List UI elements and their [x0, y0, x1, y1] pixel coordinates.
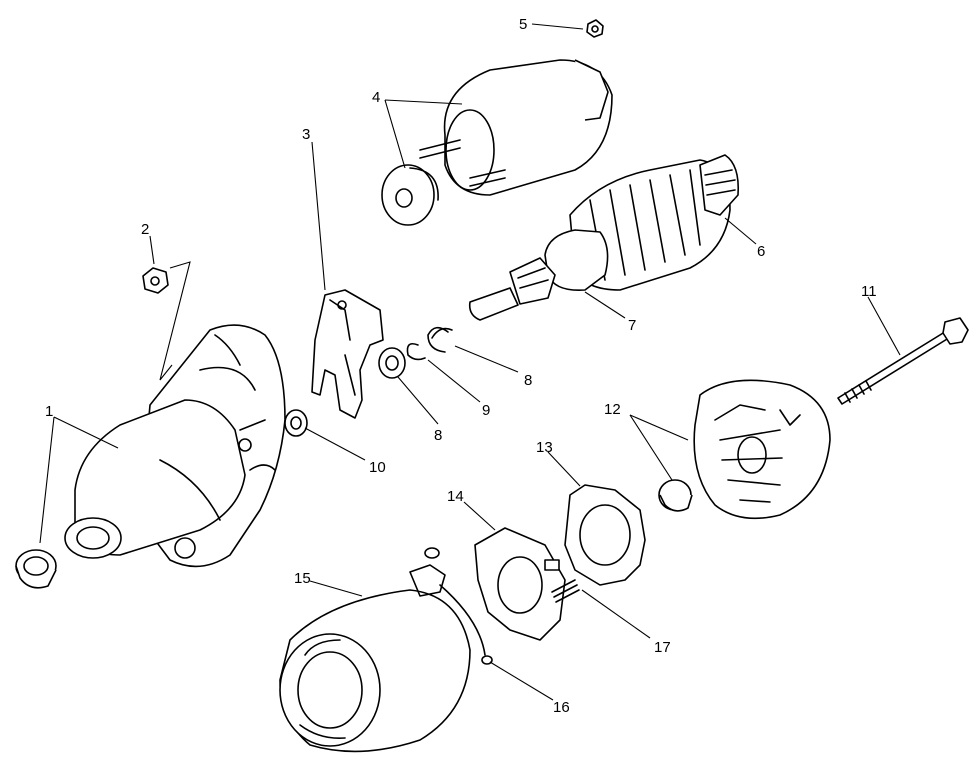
callout-9: 9: [482, 402, 490, 419]
lead-wire: [439, 584, 493, 665]
callout-16: 16: [553, 699, 570, 716]
snap-ring: [427, 326, 453, 353]
callout-15: 15: [294, 570, 311, 587]
callout-3: 3: [302, 126, 310, 143]
callout-7: 7: [628, 317, 636, 334]
callout-2: 2: [141, 221, 149, 238]
callout-11: 11: [861, 283, 877, 300]
thrust-washer: [378, 347, 406, 379]
commutator-end-frame: [693, 379, 831, 520]
through-bolt: [837, 317, 969, 405]
callout-10: 10: [369, 459, 386, 476]
bushing: [15, 549, 57, 589]
callout-labels: 1 2 3 4 5 6 7 8 8 9 10 11 12 13 14 15 16…: [45, 16, 877, 716]
solenoid-switch: [381, 59, 613, 226]
armature: [569, 154, 740, 291]
callout-13: 13: [536, 439, 553, 456]
callout-17: 17: [654, 639, 671, 656]
callout-5: 5: [519, 16, 527, 33]
drive-end-housing: [64, 324, 286, 568]
washer: [284, 409, 308, 437]
end-frame-bushing: [658, 479, 693, 512]
yoke-field-frame: [279, 547, 471, 753]
solenoid-nut: [586, 19, 604, 38]
brush-holder: [474, 527, 566, 641]
overrunning-clutch: [468, 229, 609, 321]
callout-8-left: 8: [434, 427, 442, 444]
drive-lever: [311, 289, 384, 419]
callout-12: 12: [604, 401, 621, 418]
callout-4: 4: [372, 89, 380, 106]
callout-8-right: 8: [524, 372, 532, 389]
callout-6: 6: [757, 243, 765, 260]
brush-holder-plate: [564, 484, 646, 586]
leader-lines: [39, 23, 901, 701]
callout-14: 14: [447, 488, 464, 505]
stop-ring: [406, 342, 426, 361]
nut: [142, 261, 191, 381]
callout-1: 1: [45, 403, 53, 420]
brush-spring: [551, 579, 580, 603]
